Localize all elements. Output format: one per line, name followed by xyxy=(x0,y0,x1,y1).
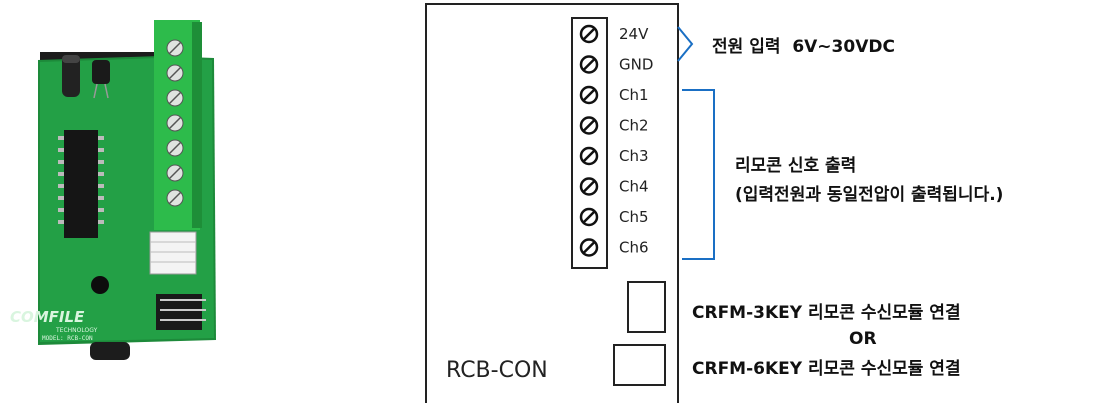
mounting-hole xyxy=(91,276,109,294)
pin-label-24v: 24V xyxy=(619,25,649,43)
board-outline xyxy=(425,3,679,403)
white-connector xyxy=(149,231,197,275)
terminal-block-box xyxy=(571,17,608,269)
screw-icon xyxy=(579,24,599,44)
screw-icon xyxy=(579,238,599,257)
photo-model-text: MODEL: RCB-CON xyxy=(42,335,93,342)
board-name-label: RCB-CON xyxy=(446,358,548,383)
pin-label-ch3: Ch3 xyxy=(619,147,649,165)
signal-output-label: 리모콘 신호 출력 xyxy=(735,156,856,176)
screw-icon xyxy=(579,55,599,74)
signal-output-note: (입력전원과 동일전압이 출력됩니다.) xyxy=(735,184,1003,205)
board-photo: COMFILE TECHNOLOGY MODEL: RCB-CON xyxy=(10,20,216,360)
terminal-screws xyxy=(166,39,184,207)
photo-brand-text: COMFILE xyxy=(10,308,85,326)
screw-icon xyxy=(579,146,599,166)
ic-chip xyxy=(64,130,98,238)
screw-symbols xyxy=(579,24,599,257)
screw-icon xyxy=(579,207,599,227)
connector-6key-box xyxy=(613,344,666,386)
connector-3key-box xyxy=(627,281,666,333)
pin-label-ch5: Ch5 xyxy=(619,208,649,226)
connector-6key-label: CRFM-6KEY 리모콘 수신모듈 연결 xyxy=(692,359,961,379)
board-top-edge xyxy=(40,52,160,62)
capacitor xyxy=(62,55,80,97)
pin-label-ch2: Ch2 xyxy=(619,117,649,135)
connector-3key-label: CRFM-3KEY 리모콘 수신모듈 연결 xyxy=(692,303,961,323)
pin-label-ch4: Ch4 xyxy=(619,178,649,196)
power-input-label: 전원 입력 6V~30VDC xyxy=(712,37,895,57)
channel-bracket xyxy=(682,89,715,260)
screw-icon xyxy=(579,85,599,105)
or-label: OR xyxy=(849,329,877,349)
power-bracket xyxy=(677,26,694,62)
screw-icon xyxy=(579,177,599,196)
regulator xyxy=(92,60,110,84)
screw-icon xyxy=(579,116,599,135)
pin-label-gnd: GND xyxy=(619,56,653,74)
photo-brand-sub-text: TECHNOLOGY xyxy=(55,327,98,334)
pin-label-ch6: Ch6 xyxy=(619,239,649,257)
pin-label-ch1: Ch1 xyxy=(619,86,649,104)
